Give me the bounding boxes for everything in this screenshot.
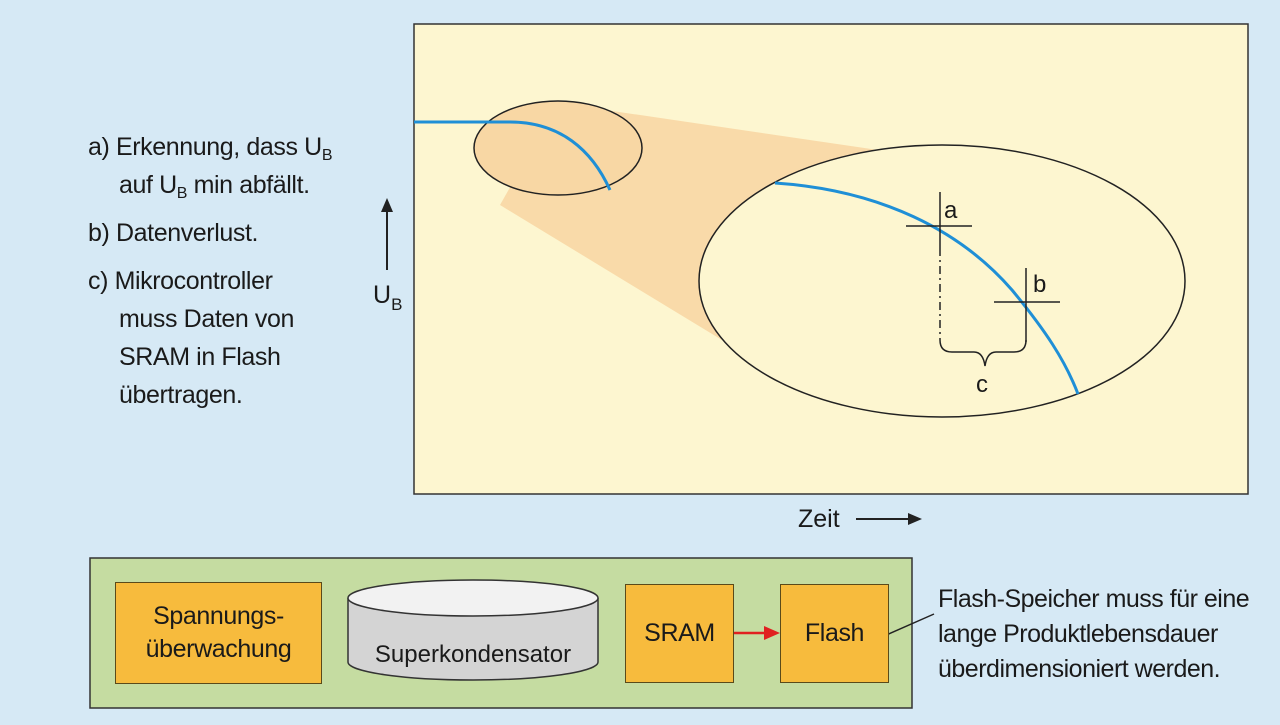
notes-list: a) Erkennung, dass UB auf UB min abfällt… [88, 128, 388, 424]
marker-a-label: a [944, 197, 958, 224]
sram-label: SRAM [644, 619, 715, 647]
note-c-line2: muss Daten von [119, 305, 295, 333]
brace-c [939, 339, 1027, 367]
footnote-line2: lange Produktlebensdauer [938, 620, 1218, 648]
note-c-line4: übertragen. [119, 381, 243, 409]
note-a-line2-end: min abfällt. [187, 171, 311, 199]
flash-label: Flash [804, 619, 865, 647]
note-b-prefix: b) [88, 219, 110, 247]
note-b-text: Datenverlust. [115, 219, 259, 247]
supercap-label: Superkondensator [375, 641, 571, 668]
note-a-line2: auf UB min abfällt. [88, 166, 388, 204]
note-a-line2-text: auf U [119, 171, 177, 199]
note-c-prefix: c) [88, 267, 109, 295]
note-a-line1: Erkennung, dass U [115, 133, 322, 161]
note-a-prefix: a) [88, 133, 110, 161]
note-c-line3: SRAM in Flash [119, 343, 281, 371]
x-axis-arrow-head [908, 513, 922, 525]
note-a-sub2: B [176, 185, 188, 202]
footnote-line3: überdimensioniert werden. [938, 655, 1221, 683]
zoom-ellipse [698, 144, 1186, 418]
sram-flash-arrow-head [764, 626, 780, 640]
marker-b-label: b [1033, 271, 1046, 298]
footnote-line1: Flash-Speicher muss für eine [938, 585, 1250, 613]
voltage-monitor-line1: Spannungs- [153, 602, 284, 630]
flash-footnote: Flash-Speicher muss für eine lange Produ… [938, 582, 1268, 687]
y-axis-arrow-head [381, 198, 393, 212]
zoomed-curve [774, 181, 1080, 395]
x-axis-label: Zeit [798, 505, 840, 533]
voltage-curve [414, 120, 612, 191]
marker-c-label: c [976, 371, 988, 398]
sram-block: SRAM [625, 584, 734, 683]
supercap-icon [347, 579, 599, 681]
y-axis-label-sub: B [391, 295, 402, 314]
voltage-monitor-text: Spannungs- überwachung [146, 600, 292, 666]
flash-block: Flash [780, 584, 889, 683]
y-axis-label-main: U [373, 281, 391, 309]
note-a: a) Erkennung, dass UB auf UB min abfällt… [88, 128, 388, 204]
voltage-monitor-line2: überwachung [145, 635, 292, 663]
y-axis-label: UB [373, 281, 402, 314]
voltage-monitor-block: Spannungs- überwachung [115, 582, 322, 684]
note-c-line1: Mikrocontroller [114, 267, 273, 295]
note-b: b) Datenverlust. [88, 214, 388, 252]
note-a-sub1: B [321, 147, 333, 164]
note-c: c) Mikrocontroller muss Daten von SRAM i… [88, 262, 388, 414]
